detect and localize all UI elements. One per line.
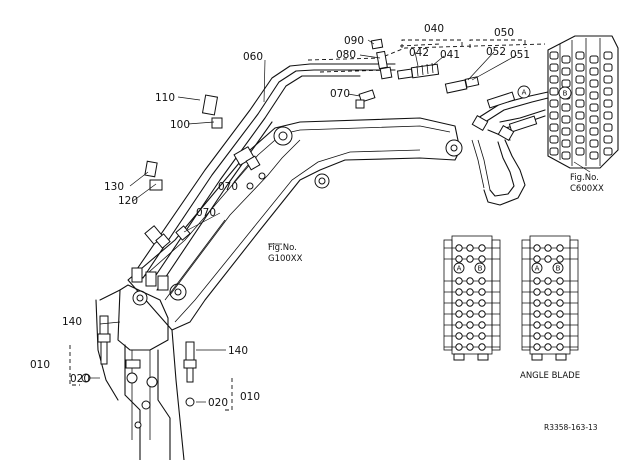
callout-070-c: 070 <box>330 88 350 100</box>
top-fittings <box>355 38 480 109</box>
callout-070-a: 070 <box>218 181 238 193</box>
callout-070-b: 070 <box>196 207 216 219</box>
callouts: 060 110 100 130 120 070 070 070 090 080 … <box>30 23 530 409</box>
callout-120: 120 <box>118 195 138 207</box>
inset-port-label: B <box>478 265 483 273</box>
callout-130: 130 <box>104 181 124 193</box>
callout-090: 090 <box>344 35 364 47</box>
pipe-clamps <box>131 94 266 291</box>
port-a-marker: A <box>517 85 531 99</box>
callout-140-b: 140 <box>228 345 248 357</box>
boom-arm <box>127 117 463 331</box>
callout-040: 040 <box>424 23 444 35</box>
callout-140-a: 140 <box>62 316 82 328</box>
callout-110: 110 <box>155 92 175 104</box>
port-b-label: B <box>563 90 568 98</box>
valve-hoses <box>471 91 549 206</box>
callout-052: 052 <box>486 46 506 58</box>
figure-references: Fig.No. G100XX Fig.No. C600XX <box>268 173 604 264</box>
inset-port-label: B <box>556 265 561 273</box>
callout-080: 080 <box>336 49 356 61</box>
callout-020-b: 020 <box>208 397 228 409</box>
callout-042: 042 <box>409 47 429 59</box>
group-brackets <box>401 39 526 48</box>
callout-010-b: 010 <box>240 391 260 403</box>
inset-port-label: A <box>535 265 540 273</box>
callout-060: 060 <box>243 51 263 63</box>
callout-041: 041 <box>440 49 460 61</box>
fig-ref-g-line1: Fig.No. <box>268 243 297 253</box>
callout-010-a: 010 <box>30 359 50 371</box>
fig-ref-c-line1: Fig.No. <box>570 173 599 183</box>
callout-051: 051 <box>510 49 530 61</box>
boom-pipes <box>134 63 396 301</box>
drawing-code: R3358-163-13 <box>544 423 598 432</box>
hose-route <box>307 43 546 73</box>
port-b-marker: B <box>558 86 572 100</box>
inset-caption: ANGLE BLADE <box>520 371 580 381</box>
fig-ref-g-line2: G100XX <box>268 254 303 264</box>
boom-foot <box>95 284 185 460</box>
callout-020-a: 020 <box>70 373 90 385</box>
inset-port-label: A <box>457 265 462 273</box>
callout-050: 050 <box>494 27 514 39</box>
callout-100: 100 <box>170 119 190 131</box>
lower-fittings <box>69 315 233 411</box>
leader-lines <box>90 39 591 403</box>
control-valve <box>547 35 619 169</box>
fig-ref-c-line2: C600XX <box>570 184 604 194</box>
port-a-label: A <box>522 89 527 97</box>
